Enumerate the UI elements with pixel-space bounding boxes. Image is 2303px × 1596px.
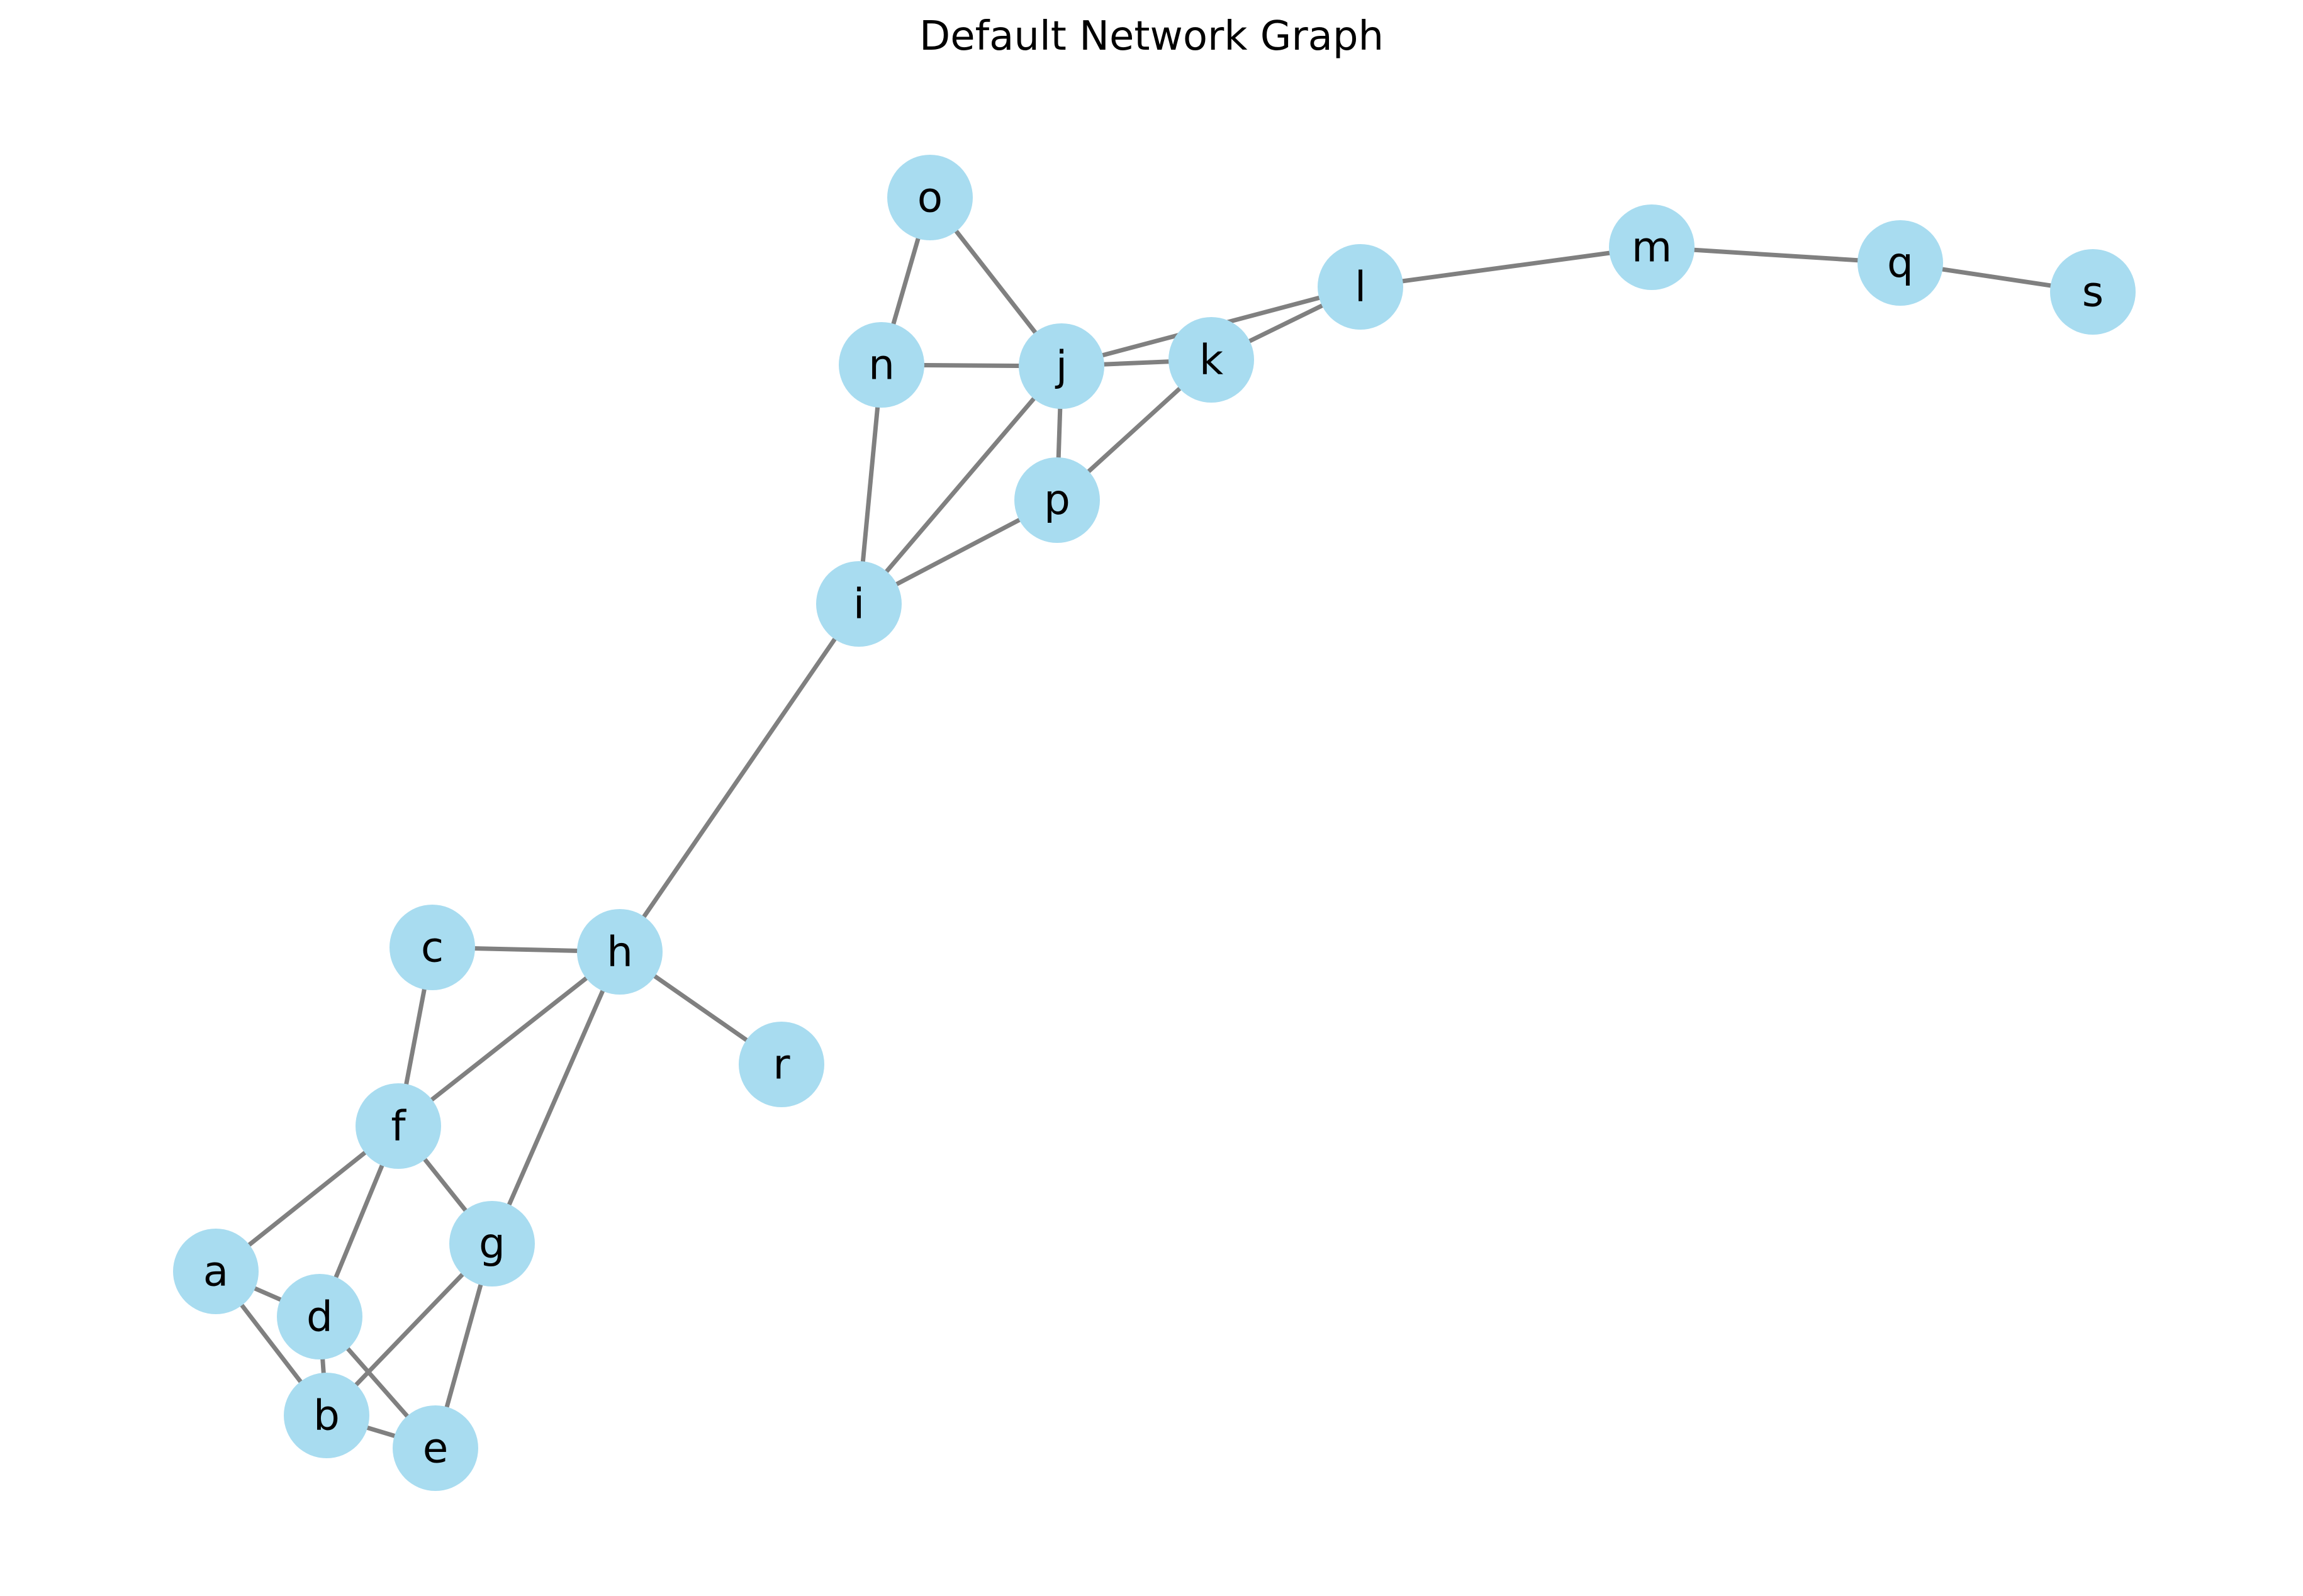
node-label-f: f (391, 1102, 406, 1151)
node-l: l (1318, 244, 1403, 330)
node-circle-o (887, 155, 973, 240)
node-circle-n (839, 322, 924, 408)
node-circle-c (389, 905, 475, 990)
node-o: o (887, 155, 973, 240)
node-k: k (1168, 317, 1254, 403)
node-s: s (2050, 249, 2136, 335)
node-circle-g (449, 1201, 535, 1286)
node-d: d (277, 1274, 362, 1359)
node-circle-q (1858, 220, 1943, 306)
node-g: g (449, 1201, 535, 1286)
node-j: j (1019, 323, 1104, 409)
graph-title: Default Network Graph (919, 13, 1384, 60)
node-label-g: g (479, 1220, 505, 1268)
node-f: f (356, 1083, 441, 1169)
node-label-b: b (313, 1392, 340, 1440)
node-label-d: d (306, 1293, 333, 1341)
edge-l-m (1360, 245, 1652, 289)
node-p: p (1014, 457, 1100, 543)
node-circle-p (1014, 457, 1100, 543)
nodes-layer: a b c d e f g h i j k l m n o p q r s (173, 155, 2136, 1491)
node-label-r: r (773, 1041, 790, 1089)
node-label-i: i (853, 580, 865, 628)
node-i: i (816, 561, 902, 647)
node-c: c (389, 905, 475, 990)
edge-f-h (396, 950, 622, 1128)
node-label-a: a (203, 1247, 228, 1296)
node-label-e: e (423, 1424, 449, 1473)
node-q: q (1858, 220, 1943, 306)
node-circle-m (1609, 204, 1695, 290)
node-circle-k (1168, 317, 1254, 403)
node-m: m (1609, 204, 1695, 290)
node-label-s: s (2082, 268, 2104, 316)
node-r: r (739, 1022, 824, 1107)
edge-h-i (618, 603, 861, 953)
node-e: e (393, 1405, 478, 1491)
node-circle-h (577, 909, 663, 995)
node-circle-j (1019, 323, 1104, 409)
node-label-p: p (1044, 476, 1070, 525)
node-label-j: j (1055, 342, 1067, 391)
node-circle-l (1318, 244, 1403, 330)
node-label-h: h (607, 928, 633, 976)
edge-i-j (857, 364, 1063, 606)
node-circle-d (277, 1274, 362, 1359)
node-label-l: l (1355, 263, 1366, 311)
node-label-o: o (917, 174, 943, 222)
node-circle-e (393, 1405, 478, 1491)
node-circle-b (284, 1373, 369, 1458)
node-n: n (839, 322, 924, 408)
node-label-c: c (421, 924, 444, 972)
node-a: a (173, 1229, 259, 1314)
node-label-n: n (868, 341, 895, 389)
node-h: h (577, 909, 663, 995)
node-circle-a (173, 1229, 259, 1314)
node-circle-f (356, 1083, 441, 1169)
node-circle-s (2050, 249, 2136, 335)
node-b: b (284, 1373, 369, 1458)
node-circle-r (739, 1022, 824, 1107)
node-label-k: k (1199, 336, 1224, 384)
edge-g-h (490, 951, 622, 1245)
node-circle-i (816, 561, 902, 647)
node-label-m: m (1632, 223, 1672, 272)
node-label-q: q (1887, 239, 1914, 287)
